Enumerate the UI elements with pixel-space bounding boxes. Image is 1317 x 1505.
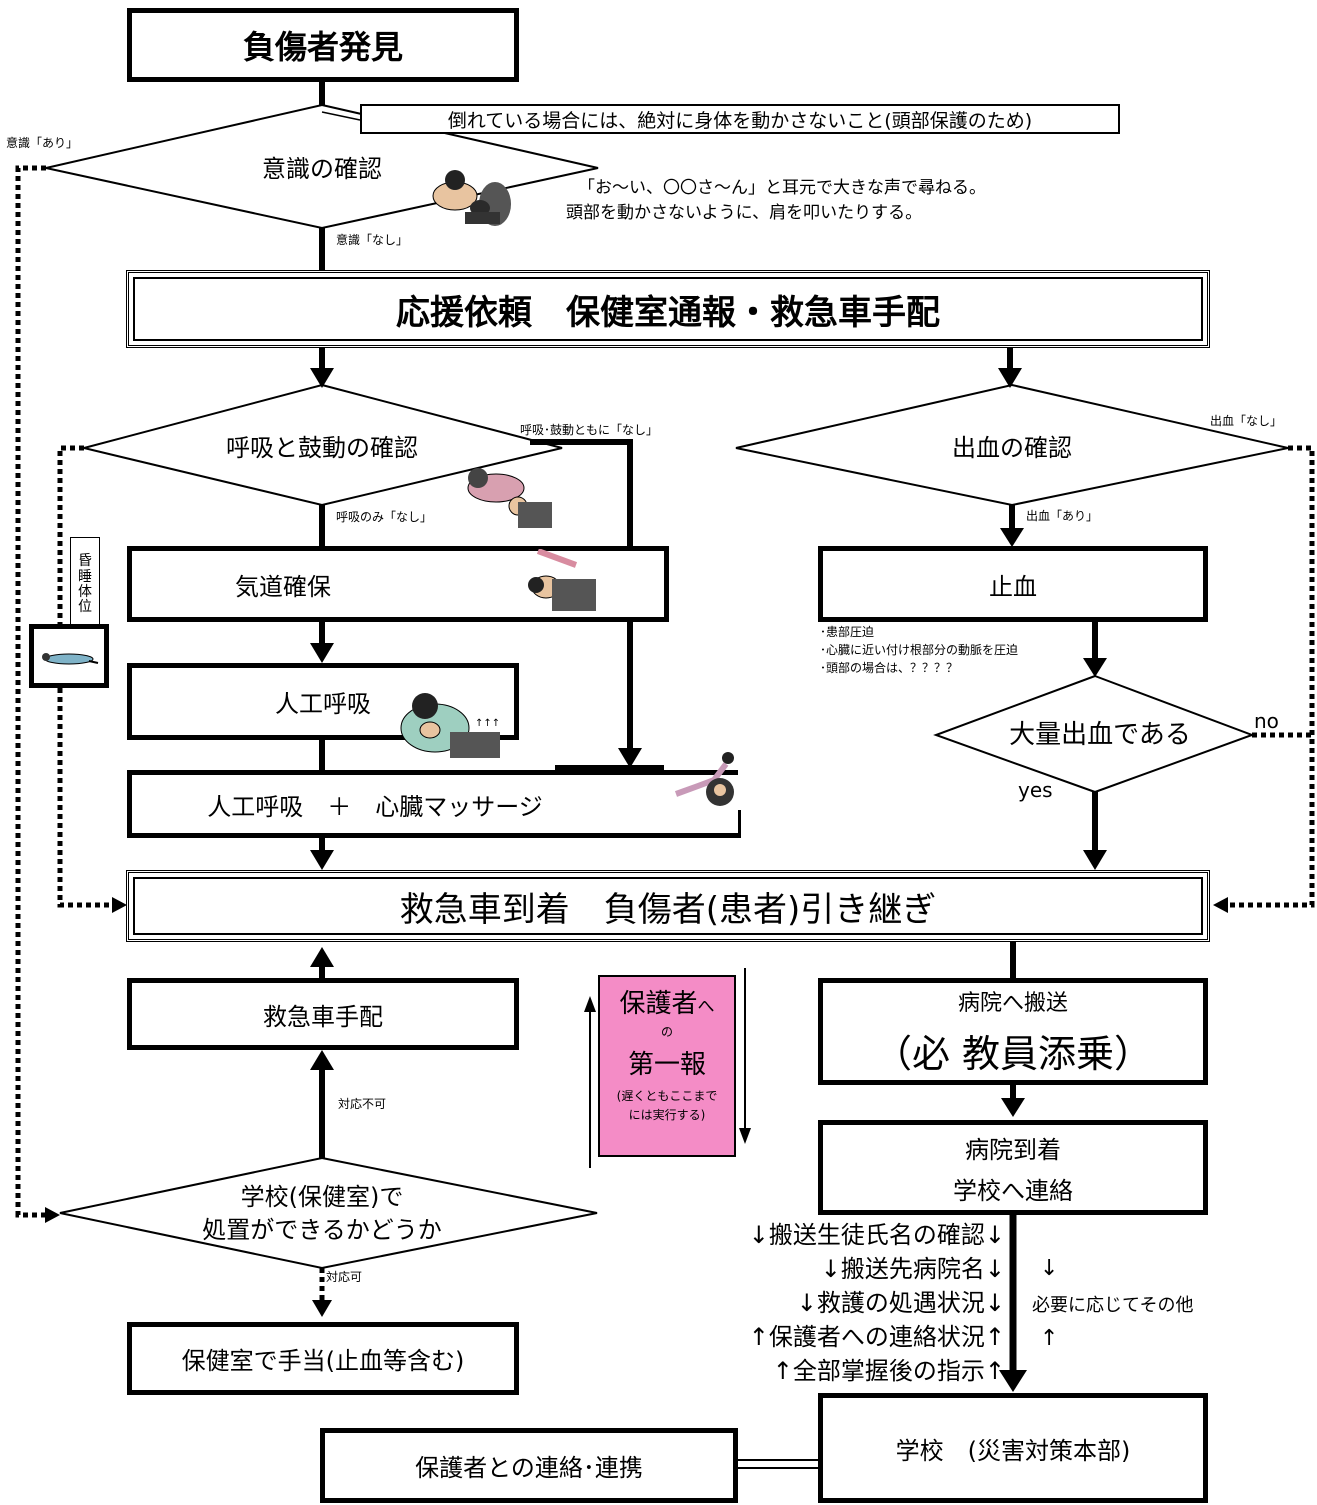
ambulance-title: 救急車手配: [263, 1002, 383, 1031]
guardian-contact-title: 保護者との連絡･連携: [415, 1454, 643, 1482]
hospital-transport-box: 病院へ搬送 （必 教員添乗）: [818, 978, 1208, 1085]
stop-bleeding-box: 止血: [818, 546, 1208, 622]
consciousness-figure-icon: [432, 170, 511, 226]
report-item: ↑保護者への連絡状況↑: [748, 1323, 1005, 1351]
request-title: 応援依頼 保健室通報・救急車手配: [396, 292, 940, 333]
bleeding-note3: ･頭部の場合は、？？？？: [820, 661, 959, 675]
request-box: 応援依頼 保健室通報・救急車手配: [126, 270, 1210, 348]
rescue-breath-title: 人工呼吸: [275, 690, 371, 718]
report-item: ↓救護の処遇状況↓: [796, 1289, 1005, 1317]
label-cannot: 対応不可: [338, 1097, 387, 1111]
recovery-char-4: 位: [78, 599, 92, 616]
recovery-figure-box: [29, 624, 109, 688]
side-note-text: 必要に応じてその他: [1032, 1295, 1194, 1316]
school-decision-line2: 処置ができるかどうか: [202, 1216, 442, 1244]
report-item: ↓搬送先病院名↓: [820, 1255, 1005, 1283]
school-decision-diamond: [59, 1156, 598, 1270]
guardian-line3: 第一報: [627, 1050, 706, 1080]
school-hq-box: 学校 (災害対策本部): [818, 1393, 1208, 1503]
guardian-first-report-box: 保護者へ の 第一報 (遅くともここまで には実行する): [598, 975, 736, 1157]
hospital-arrival-box: 病院到着 学校へ連絡: [818, 1120, 1208, 1215]
warning-text: 倒れている場合には、絶対に身体を動かさないこと(頭部保護のため): [447, 109, 1033, 132]
label-no: no: [1254, 709, 1279, 733]
first-aid-title: 保健室で手当(止血等含む): [181, 1347, 465, 1375]
breathing-title: 呼吸と鼓動の確認: [226, 434, 418, 462]
bleeding-title: 出血の確認: [952, 434, 1072, 462]
label-bleed-yes: 出血「あり」: [1026, 509, 1099, 523]
consciousness-note1: 「お～い、〇〇さ～ん」と耳元で大きな声で尋ねる。: [578, 178, 986, 198]
guardian-line1: 保護者: [619, 989, 698, 1019]
guardian-line2: の: [660, 1025, 673, 1039]
report-items-list: ↓搬送生徒氏名の確認↓ ↓搬送先病院名↓ ↓救護の処遇状況↓ ↑保護者への連絡状…: [749, 1218, 1005, 1388]
svg-text:↑↑↑: ↑↑↑: [475, 718, 500, 729]
label-yes: yes: [1018, 778, 1053, 802]
side-note-up-arrow: ↑: [1040, 1326, 1059, 1351]
label-can: 対応可: [326, 1270, 363, 1284]
label-both-none: 呼吸･鼓動ともに「なし」: [520, 423, 659, 437]
ambulance-box: 救急車手配: [127, 978, 519, 1050]
breathing-figure-icon: [467, 468, 552, 528]
airway-figure-icon: [528, 549, 596, 611]
rescue-breath-figure-icon: ↑↑↑: [400, 693, 500, 758]
arrival-title: 救急車到着 負傷者(患者)引き継ぎ: [399, 889, 937, 930]
school-hq-title: 学校 (災害対策本部): [895, 1436, 1131, 1465]
recovery-char-2: 睡: [78, 568, 92, 585]
discover-title: 負傷者発見: [242, 28, 403, 66]
label-bleed-none: 出血「なし」: [1210, 414, 1283, 428]
warning-box: 倒れている場合には、絶対に身体を動かさないこと(頭部保護のため): [360, 104, 1120, 134]
recovery-char-1: 昏: [78, 553, 92, 570]
label-breath-only-none: 呼吸のみ「なし」: [336, 510, 433, 524]
consciousness-note2: 頭部を動かさないように、肩を叩いたりする。: [566, 203, 923, 223]
cpr-title: 人工呼吸 ＋ 心臓マッサージ: [207, 792, 543, 821]
recovery-char-3: 体: [78, 584, 92, 600]
stop-bleeding-title: 止血: [989, 572, 1037, 601]
airway-title: 気道確保: [235, 572, 331, 601]
discover-box: 負傷者発見: [127, 8, 519, 82]
label-conscious-no: 意識「なし」: [336, 233, 409, 247]
hospital-arrival-line2: 学校へ連絡: [953, 1176, 1073, 1205]
hospital-transport-line2: （必 教員添乗）: [873, 1032, 1153, 1076]
arrival-box: 救急車到着 負傷者(患者)引き継ぎ: [126, 870, 1210, 942]
label-conscious-yes: 意識「あり」: [6, 136, 79, 150]
side-note-down-arrow: ↓: [1040, 1256, 1059, 1281]
cpr-box: 人工呼吸 ＋ 心臓マッサージ: [127, 770, 738, 838]
consciousness-title: 意識の確認: [262, 155, 382, 183]
guardian-line5: には実行する): [628, 1108, 706, 1122]
first-aid-box: 保健室で手当(止血等含む): [127, 1322, 519, 1395]
report-item: ↓搬送生徒氏名の確認↓: [748, 1221, 1005, 1249]
hospital-transport-line1: 病院へ搬送: [957, 991, 1068, 1016]
report-item: ↑全部掌握後の指示↑: [772, 1357, 1005, 1385]
guardian-contact-box: 保護者との連絡･連携: [320, 1428, 738, 1503]
hospital-arrival-line1: 病院到着: [965, 1135, 1061, 1164]
recovery-figure-icon: [42, 653, 99, 665]
bleeding-note1: ･患部圧迫: [820, 625, 875, 639]
massive-title: 大量出血である: [1009, 720, 1191, 750]
guardian-line4: (遅くともここまで: [616, 1089, 718, 1103]
recovery-label-box: 昏 睡 体 位: [70, 537, 100, 633]
bleeding-note2: ･心臓に近い付け根部分の動脈を圧迫: [820, 643, 1019, 657]
school-decision-line1: 学校(保健室)で: [240, 1183, 404, 1211]
cpr-figure-icon: [674, 752, 734, 806]
guardian-line1-small: へ: [697, 997, 715, 1017]
